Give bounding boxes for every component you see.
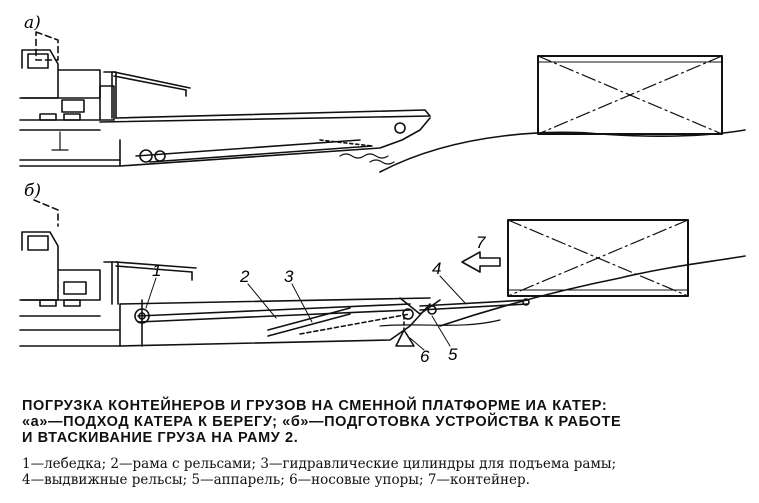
panel-a-container xyxy=(537,55,723,135)
callout-1-winch: 1 xyxy=(152,261,161,280)
panel-b-label: б) xyxy=(24,181,41,201)
panel-a-boat xyxy=(19,31,431,167)
panel-a-shore xyxy=(379,129,746,173)
panel-b-container xyxy=(507,219,689,297)
caption-title-line-3: И ВТАСКИВАНИЕ ГРУЗА НА РАМУ 2. xyxy=(22,430,299,446)
caption-title: ПОГРУЗКА КОНТЕЙНЕРОВ И ГРУЗОВ НА СМЕННОЙ… xyxy=(22,398,750,446)
callout-3-cylinders: 3 xyxy=(284,267,294,286)
caption-legend: 1—лебедка; 2—рама с рельсами; 3—гидравли… xyxy=(22,456,750,488)
callout-6-bow-stops: 6 xyxy=(420,347,430,366)
panel-b-boat xyxy=(19,199,530,347)
boat-loading-diagram: а) б) 1 2 3 4 5 6 7 xyxy=(19,13,746,366)
caption-title-line-1: ПОГРУЗКА КОНТЕЙНЕРОВ И ГРУЗОВ НА СМЕННОЙ… xyxy=(22,398,608,414)
callout-2-frame: 2 xyxy=(239,267,250,286)
callout-7-container: 7 xyxy=(476,233,486,252)
caption-title-line-2: «а»—ПОДХОД КАТЕРА К БЕРЕГУ; «б»—ПОДГОТОВ… xyxy=(22,414,622,430)
caption-legend-line-1: 1—лебедка; 2—рама с рельсами; 3—гидравли… xyxy=(22,456,617,472)
figure-caption: ПОГРУЗКА КОНТЕЙНЕРОВ И ГРУЗОВ НА СМЕННОЙ… xyxy=(22,398,750,488)
panel-b-shore xyxy=(439,255,746,327)
callout-4-rails: 4 xyxy=(432,259,441,278)
caption-legend-line-2: 4—выдвижные рельсы; 5—аппарель; 6—носовы… xyxy=(22,472,530,488)
panel-a-label: а) xyxy=(24,13,41,33)
callout-5-ramp: 5 xyxy=(448,345,458,364)
pull-arrow-icon xyxy=(461,251,501,273)
